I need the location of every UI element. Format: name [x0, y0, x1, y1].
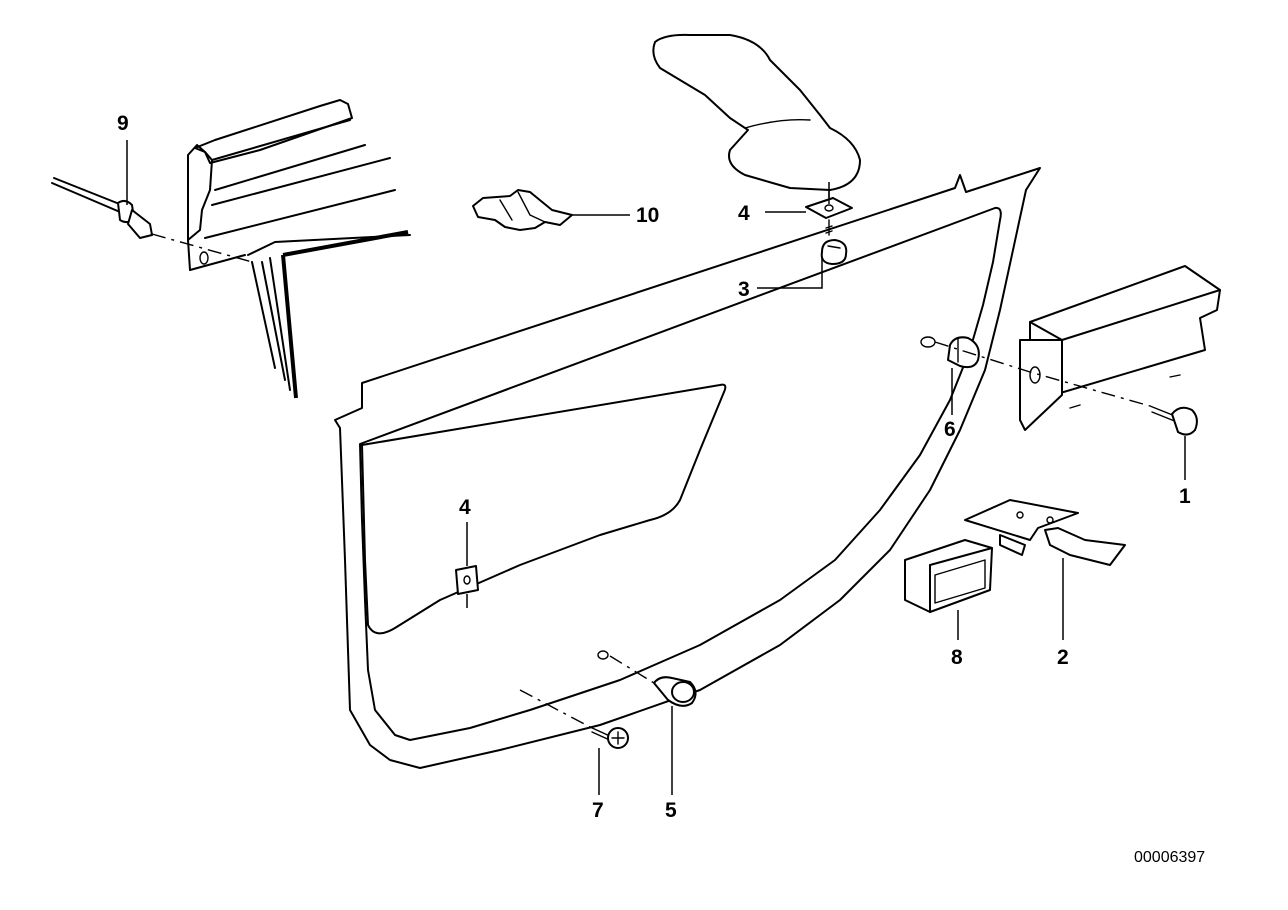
callout-3: 3: [738, 278, 750, 301]
leader-lines: [126, 140, 1186, 795]
callout-4-top: 4: [738, 202, 750, 225]
bracket-2: [964, 499, 1126, 566]
callout-7: 7: [592, 799, 604, 822]
assembly-lines: [151, 190, 1151, 728]
armrest-bracket: [1019, 265, 1221, 431]
screw-7: [589, 726, 629, 749]
callout-1: 1: [1179, 485, 1191, 508]
callout-4-panel: 4: [459, 496, 471, 519]
clip-nut-panel: [455, 565, 479, 595]
callout-2: 2: [1057, 646, 1069, 669]
callout-9: 9: [117, 112, 129, 135]
screw-3: [820, 219, 848, 265]
rivet-9: [51, 177, 153, 239]
window-frame: [187, 99, 411, 399]
screw-1: [1149, 405, 1198, 436]
clip-6: [920, 336, 980, 369]
cover-cap-8: [904, 539, 993, 613]
callout-10: 10: [636, 204, 659, 227]
callout-8: 8: [951, 646, 963, 669]
diagram-reference-number: 00006397: [1134, 849, 1205, 866]
grab-handle: [652, 33, 861, 191]
clip-5: [597, 650, 697, 707]
callout-6: 6: [944, 418, 956, 441]
clip-10: [472, 189, 573, 231]
door-trim-panel: [334, 167, 1041, 769]
callout-5: 5: [665, 799, 677, 822]
